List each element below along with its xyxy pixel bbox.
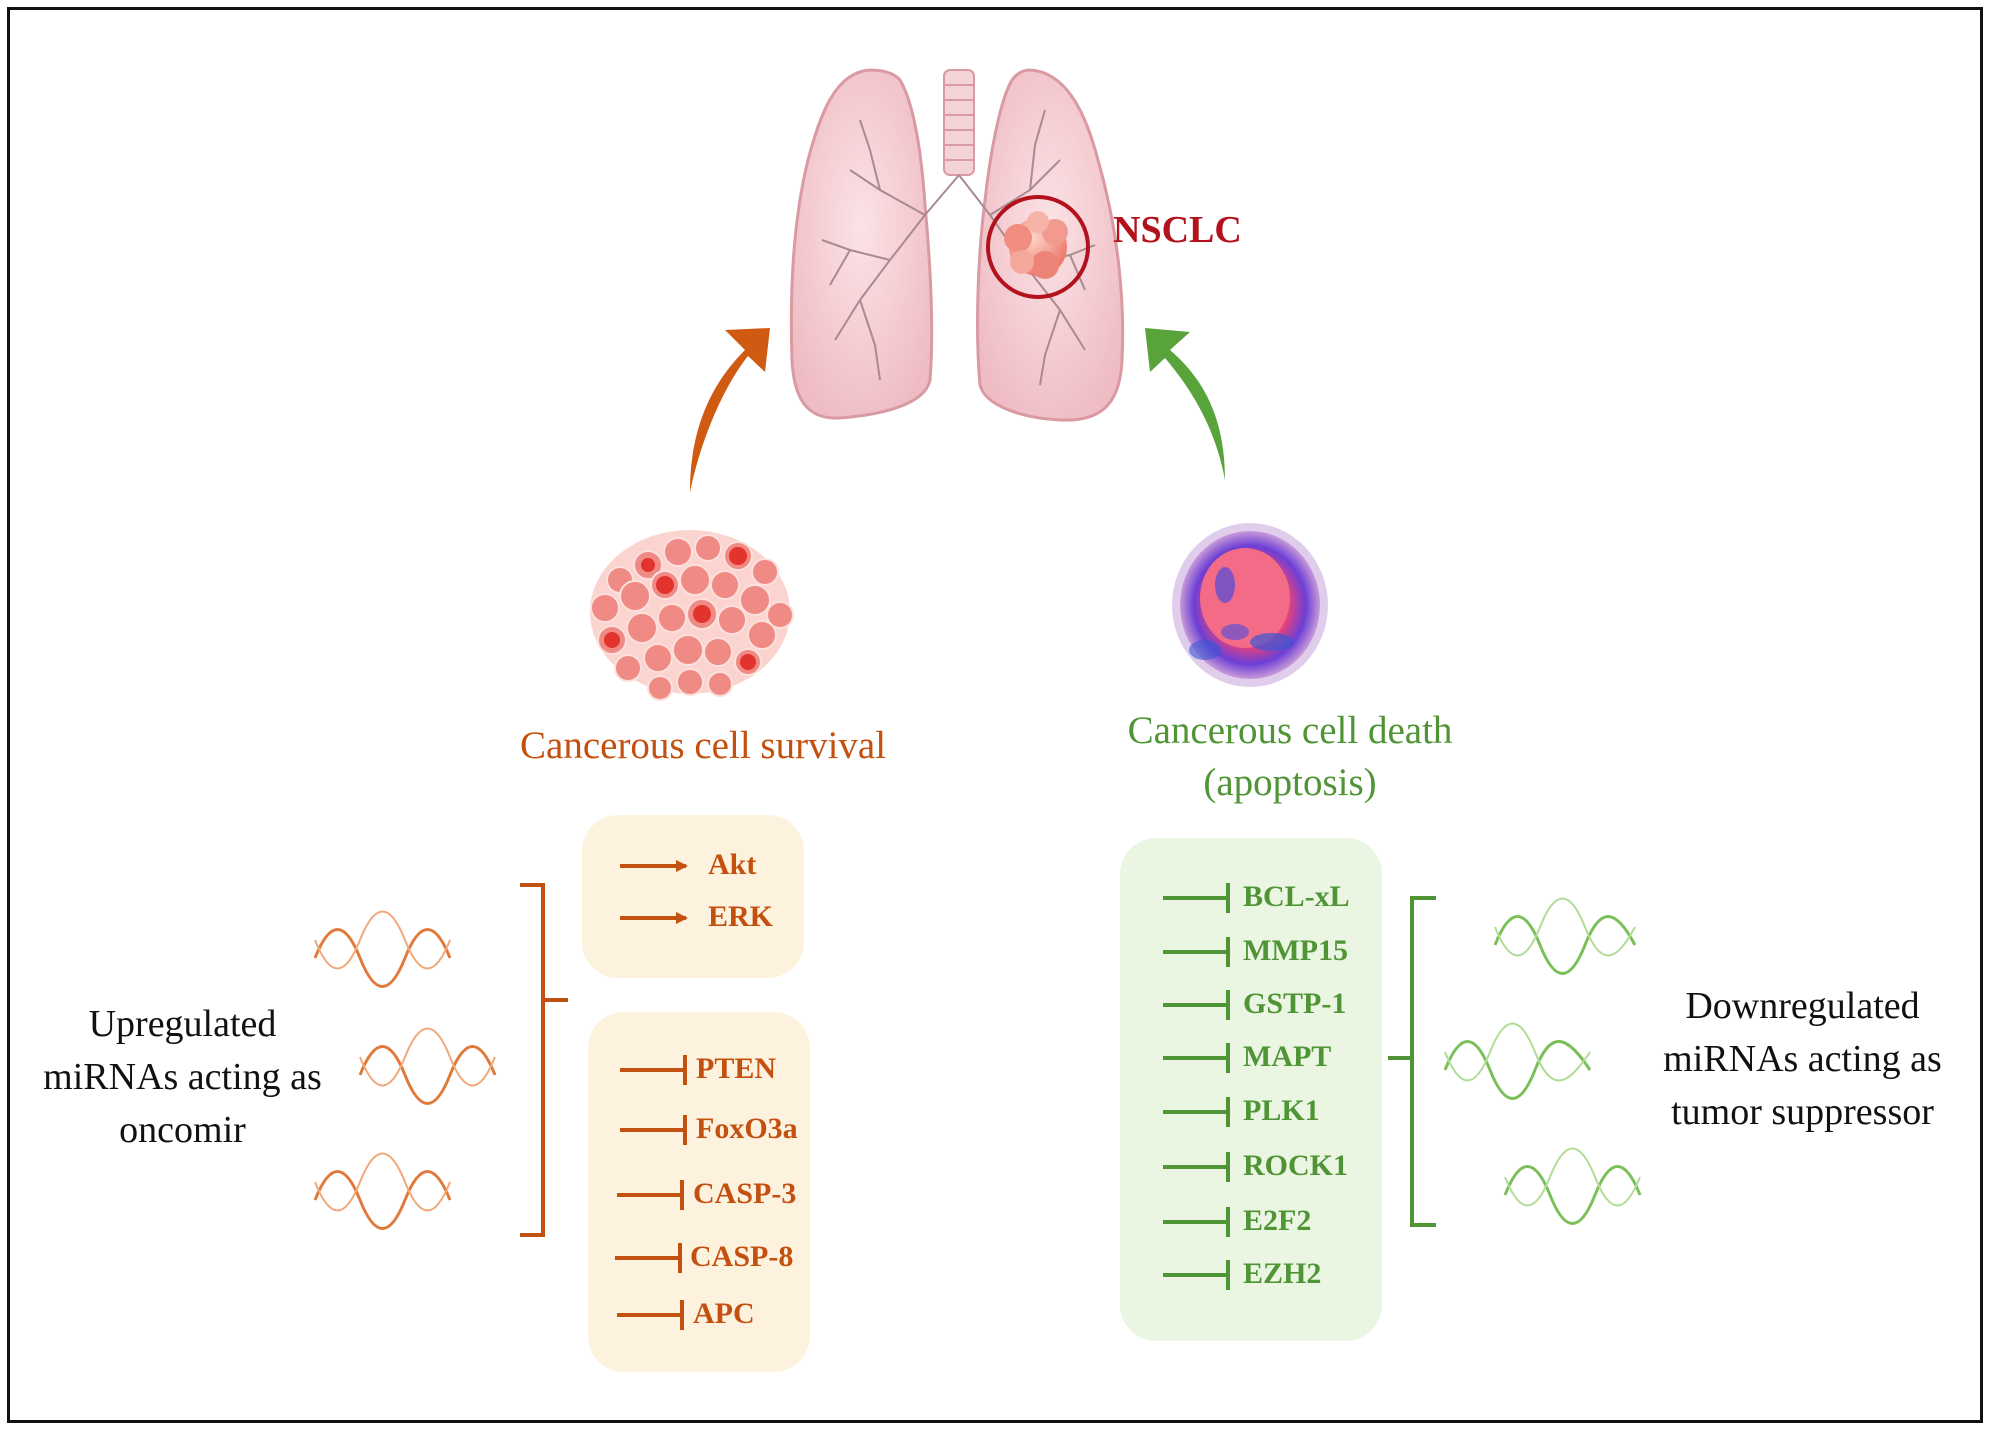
target-apc: APC — [693, 1297, 755, 1330]
inhibition-bar — [1163, 1043, 1230, 1073]
mirna-wave — [358, 1027, 497, 1105]
inhibition-bar — [617, 1180, 684, 1210]
apoptotic-cell — [1172, 523, 1328, 687]
activated-targets-panel — [582, 815, 804, 978]
upregulated-label-line: oncomir — [119, 1109, 246, 1151]
target-erk: ERK — [708, 900, 774, 933]
target-mapt: MAPT — [1243, 1040, 1332, 1073]
tumor-label: NSCLC — [1113, 209, 1242, 251]
target-akt: Akt — [708, 848, 757, 881]
inhibition-bar — [620, 1055, 687, 1085]
inhibition-bar — [1163, 1152, 1230, 1182]
target-e2f2: E2F2 — [1243, 1204, 1312, 1237]
inhibition-bar — [1163, 1097, 1230, 1127]
mirna-wave — [1503, 1147, 1642, 1225]
target-plk1: PLK1 — [1243, 1094, 1320, 1127]
cancer-cell-cluster — [590, 530, 794, 701]
figure-frame — [7, 7, 1983, 1423]
downregulated-label-line: tumor suppressor — [1671, 1091, 1934, 1133]
target-ezh2: EZH2 — [1243, 1257, 1322, 1290]
downregulated-label-line: Downregulated — [1685, 985, 1920, 1027]
mirna-wave — [313, 1152, 452, 1230]
target-rock1: ROCK1 — [1243, 1149, 1348, 1182]
apoptosis-label: Cancerous cell death (apoptosis) — [1080, 705, 1500, 809]
survival-label: Cancerous cell survival — [520, 724, 887, 767]
apoptosis-label-line: Cancerous cell death — [1127, 709, 1453, 752]
target-bcl-xl: BCL-xL — [1243, 880, 1350, 913]
mirna-wave — [1443, 1022, 1592, 1100]
target-foxo3a: FoxO3a — [696, 1112, 798, 1145]
inhibited-suppressor-targets-panel — [1120, 838, 1382, 1341]
survival-arrow — [690, 328, 770, 492]
right-bracket — [1388, 896, 1436, 1227]
apoptosis-arrow — [1145, 328, 1225, 480]
inhibition-bar — [1163, 883, 1230, 913]
downregulated-label-line: miRNAs acting as — [1663, 1038, 1942, 1080]
inhibition-bar — [1163, 937, 1230, 967]
inhibition-bar — [1163, 1207, 1230, 1237]
tumor-highlight-circle — [986, 195, 1090, 299]
mirna-wave — [1493, 897, 1637, 975]
apoptosis-label-line: (apoptosis) — [1203, 761, 1377, 804]
tumor-mass — [1004, 211, 1068, 279]
inhibition-bar — [1163, 1260, 1230, 1290]
downregulated-mirna-waves — [1443, 897, 1642, 1225]
upregulated-label-line: Upregulated — [88, 1003, 277, 1045]
upregulated-mirna-waves — [313, 910, 497, 1230]
target-gstp-1: GSTP-1 — [1243, 987, 1347, 1020]
inhibition-bar — [1163, 990, 1230, 1020]
inhibition-bar — [620, 1115, 687, 1145]
target-casp-3: CASP-3 — [693, 1177, 797, 1210]
lungs-illustration — [789, 68, 1125, 422]
downregulated-mirna-label: Downregulated miRNAs acting as tumor sup… — [1650, 980, 1955, 1139]
target-mmp15: MMP15 — [1243, 934, 1348, 967]
left-bracket — [520, 883, 568, 1237]
upregulated-label-line: miRNAs acting as — [43, 1056, 322, 1098]
inhibition-bar — [617, 1300, 684, 1330]
upregulated-mirna-label: Upregulated miRNAs acting as oncomir — [30, 998, 335, 1157]
inhibition-bar — [615, 1243, 682, 1273]
target-casp-8: CASP-8 — [690, 1240, 794, 1273]
target-pten: PTEN — [696, 1052, 777, 1085]
mirna-wave — [313, 910, 452, 988]
